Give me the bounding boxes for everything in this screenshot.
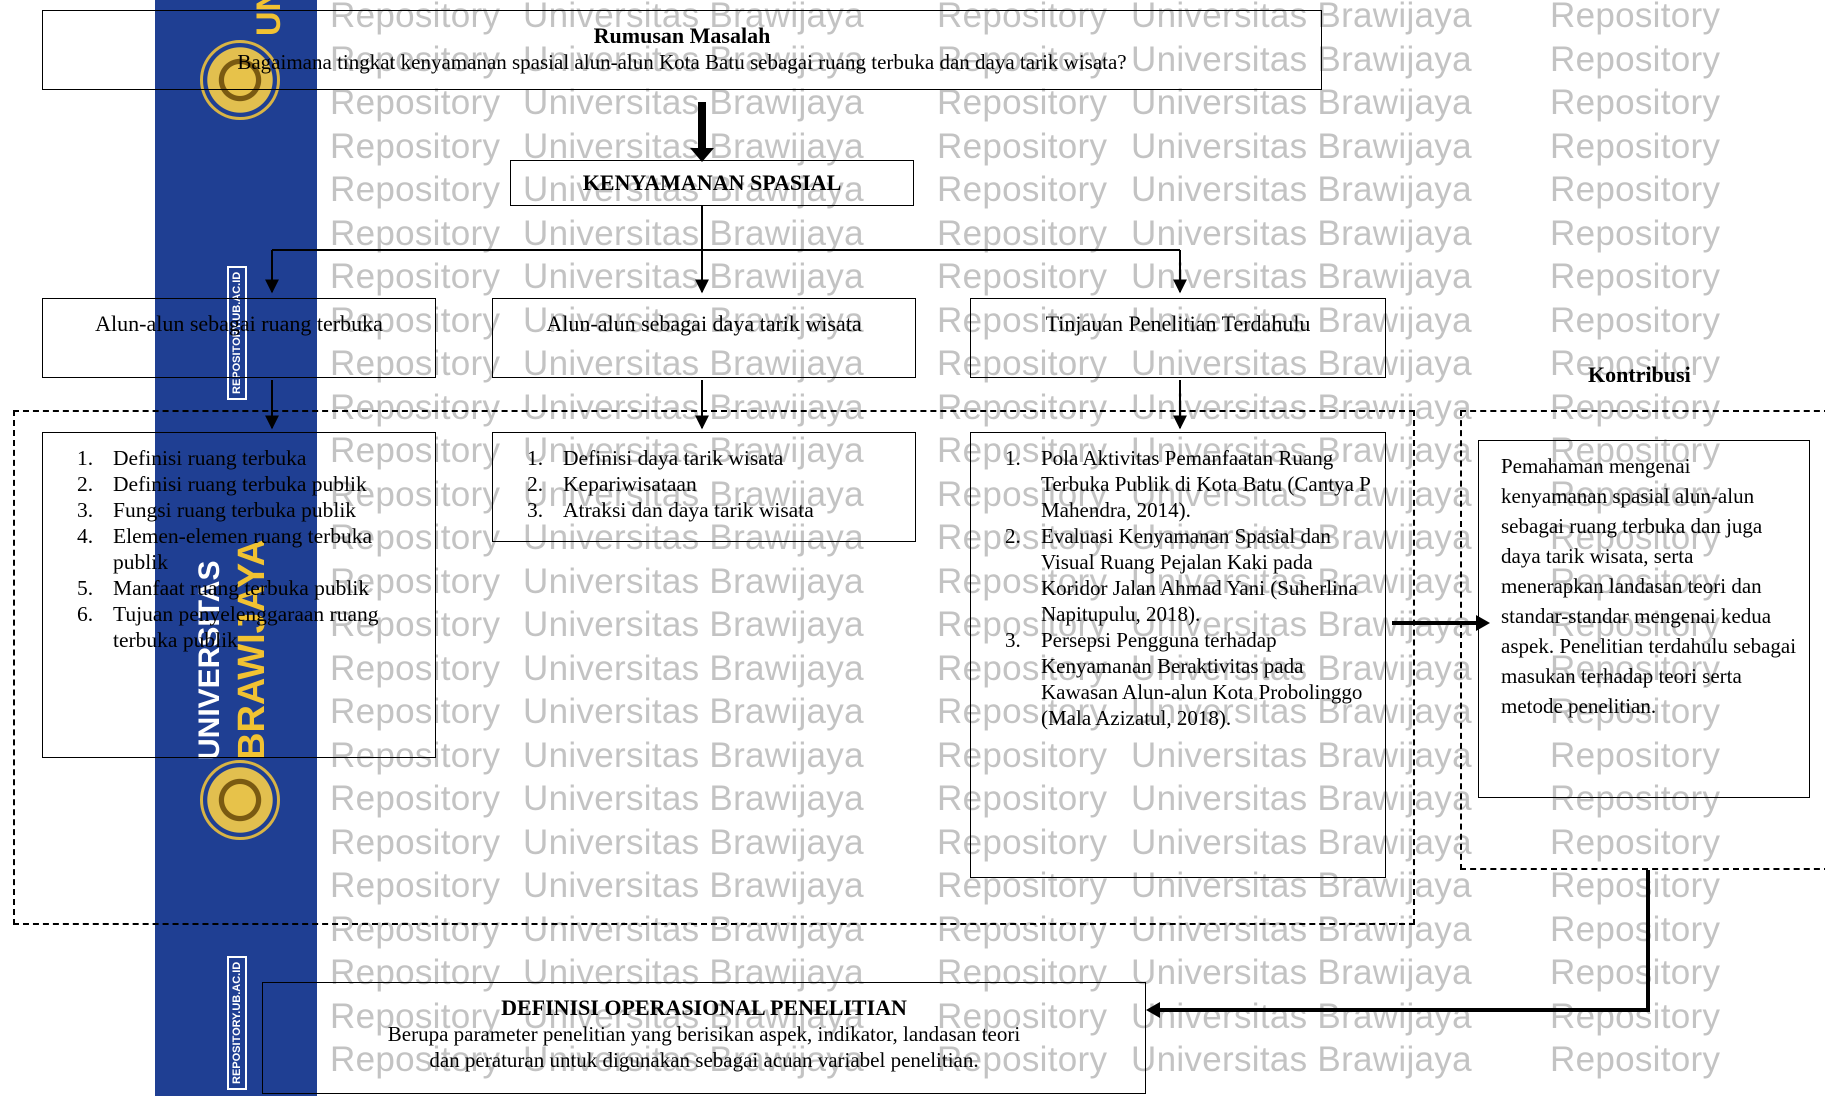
list-daya-tarik-box: 1. Definisi daya tarik wisata 2. Kepariwisa… [492, 432, 916, 542]
list-item-number: 3. [527, 498, 544, 522]
list-item: 6. Tujuan penyelenggaraan ruang terbuka p… [43, 601, 403, 653]
list-item: 2. Kepariwisataan [493, 471, 893, 497]
list-item-number: 1. [1005, 446, 1021, 470]
list-ruang-terbuka-box: 1. Definisi ruang terbuka 2. Definisi ruang… [42, 432, 436, 758]
list-item: 3. Persepsi Pengguna terhadap Kenyamanan … [971, 627, 1371, 731]
topic-ruang-terbuka-box: Alun-alun sebagai ruang terbuka [42, 298, 436, 378]
list-ruang-terbuka: 1. Definisi ruang terbuka 2. Definisi ruang… [43, 445, 403, 653]
topic-tinjauan-box: Tinjauan Penelitian Terdahulu [970, 298, 1386, 378]
kontribusi-box: Pemahaman mengenai kenyamanan spasial al… [1478, 440, 1810, 798]
topic-daya-tarik-label: Alun-alun sebagai daya tarik wisata [546, 311, 862, 336]
kontribusi-title: Kontribusi [1588, 362, 1691, 387]
kenyamanan-spasial-box: KENYAMANAN SPASIAL [510, 160, 914, 206]
rumusan-masalah-box: Rumusan Masalah Bagaimana tingkat kenyam… [42, 10, 1322, 90]
list-item-number: 2. [77, 472, 94, 496]
kontribusi-text: Pemahaman mengenai kenyamanan spasial al… [1501, 454, 1797, 718]
list-item-text: Atraksi dan daya tarik wisata [563, 498, 814, 522]
university-seal-icon [200, 40, 280, 120]
definisi-line-2: dan peraturan untuk digunakan sebagai ac… [429, 1048, 979, 1072]
kontribusi-group-frame [1460, 410, 1825, 870]
list-item: 2. Evaluasi Kenyamanan Spasial dan Visual… [971, 523, 1371, 627]
list-item-number: 3. [1005, 628, 1021, 652]
list-item-number: 6. [77, 602, 94, 626]
topic-tinjauan-label: Tinjauan Penelitian Terdahulu [1045, 311, 1311, 336]
topic-daya-tarik-box: Alun-alun sebagai daya tarik wisata [492, 298, 916, 378]
university-seal-icon [200, 760, 280, 840]
kenyamanan-title: KENYAMANAN SPASIAL [582, 170, 842, 195]
topic-ruang-terbuka-label: Alun-alun sebagai ruang terbuka [95, 311, 383, 336]
list-item-text: Manfaat ruang terbuka publik [113, 576, 370, 600]
analysis-group-frame [13, 410, 1415, 925]
definisi-operasional-box: DEFINISI OPERASIONAL PENELITIAN Berupa p… [262, 982, 1146, 1094]
list-item-text: Definisi daya tarik wisata [563, 446, 784, 470]
rumusan-title: Rumusan Masalah [593, 23, 771, 48]
list-tinjauan-box: 1. Pola Aktivitas Pemanfaatan Ruang Terbu… [970, 432, 1386, 878]
rumusan-text: Bagaimana tingkat kenyamanan spasial alu… [237, 50, 1127, 74]
definisi-line-1: Berupa parameter penelitian yang berisik… [387, 1022, 1021, 1046]
list-item-text: Fungsi ruang terbuka publik [113, 498, 357, 522]
list-item-number: 2. [527, 472, 544, 496]
list-item-number: 4. [77, 524, 94, 548]
list-item-text: Definisi ruang terbuka [113, 446, 307, 470]
list-item: 1. Definisi daya tarik wisata [493, 445, 893, 471]
list-item-text: Pola Aktivitas Pemanfaatan Ruang Terbuka… [1041, 446, 1371, 522]
list-item-number: 5. [77, 576, 94, 600]
list-item: 2. Definisi ruang terbuka publik [43, 471, 403, 497]
definisi-title: DEFINISI OPERASIONAL PENELITIAN [501, 995, 907, 1020]
list-item-number: 1. [77, 446, 94, 470]
list-item-text: Tujuan penyelenggaraan ruang terbuka pub… [113, 602, 379, 652]
list-item-text: Kepariwisataan [563, 472, 697, 496]
list-item: 1. Pola Aktivitas Pemanfaatan Ruang Terbu… [971, 445, 1371, 523]
list-item-text: Definisi ruang terbuka publik [113, 472, 367, 496]
list-item-number: 3. [77, 498, 94, 522]
list-item-text: Persepsi Pengguna terhadap Kenyamanan Be… [1041, 628, 1363, 730]
list-item: 1. Definisi ruang terbuka [43, 445, 403, 471]
list-item: 3. Atraksi dan daya tarik wisata [493, 497, 893, 523]
list-item: 5. Manfaat ruang terbuka publik [43, 575, 403, 601]
list-item-number: 2. [1005, 524, 1021, 548]
list-tinjauan: 1. Pola Aktivitas Pemanfaatan Ruang Terbu… [971, 445, 1371, 731]
list-item: 4. Elemen-elemen ruang terbuka publik [43, 523, 403, 575]
list-item-text: Evaluasi Kenyamanan Spasial dan Visual R… [1041, 524, 1358, 626]
list-item: 3. Fungsi ruang terbuka publik [43, 497, 403, 523]
repository-sidebar: UNIVERSITAS BRAWIJAYA REPOSITORY.UB.AC.I… [155, 0, 317, 1096]
list-item-number: 1. [527, 446, 544, 470]
list-daya-tarik: 1. Definisi daya tarik wisata 2. Kepariwisa… [493, 445, 893, 523]
list-item-text: Elemen-elemen ruang terbuka publik [113, 524, 373, 574]
